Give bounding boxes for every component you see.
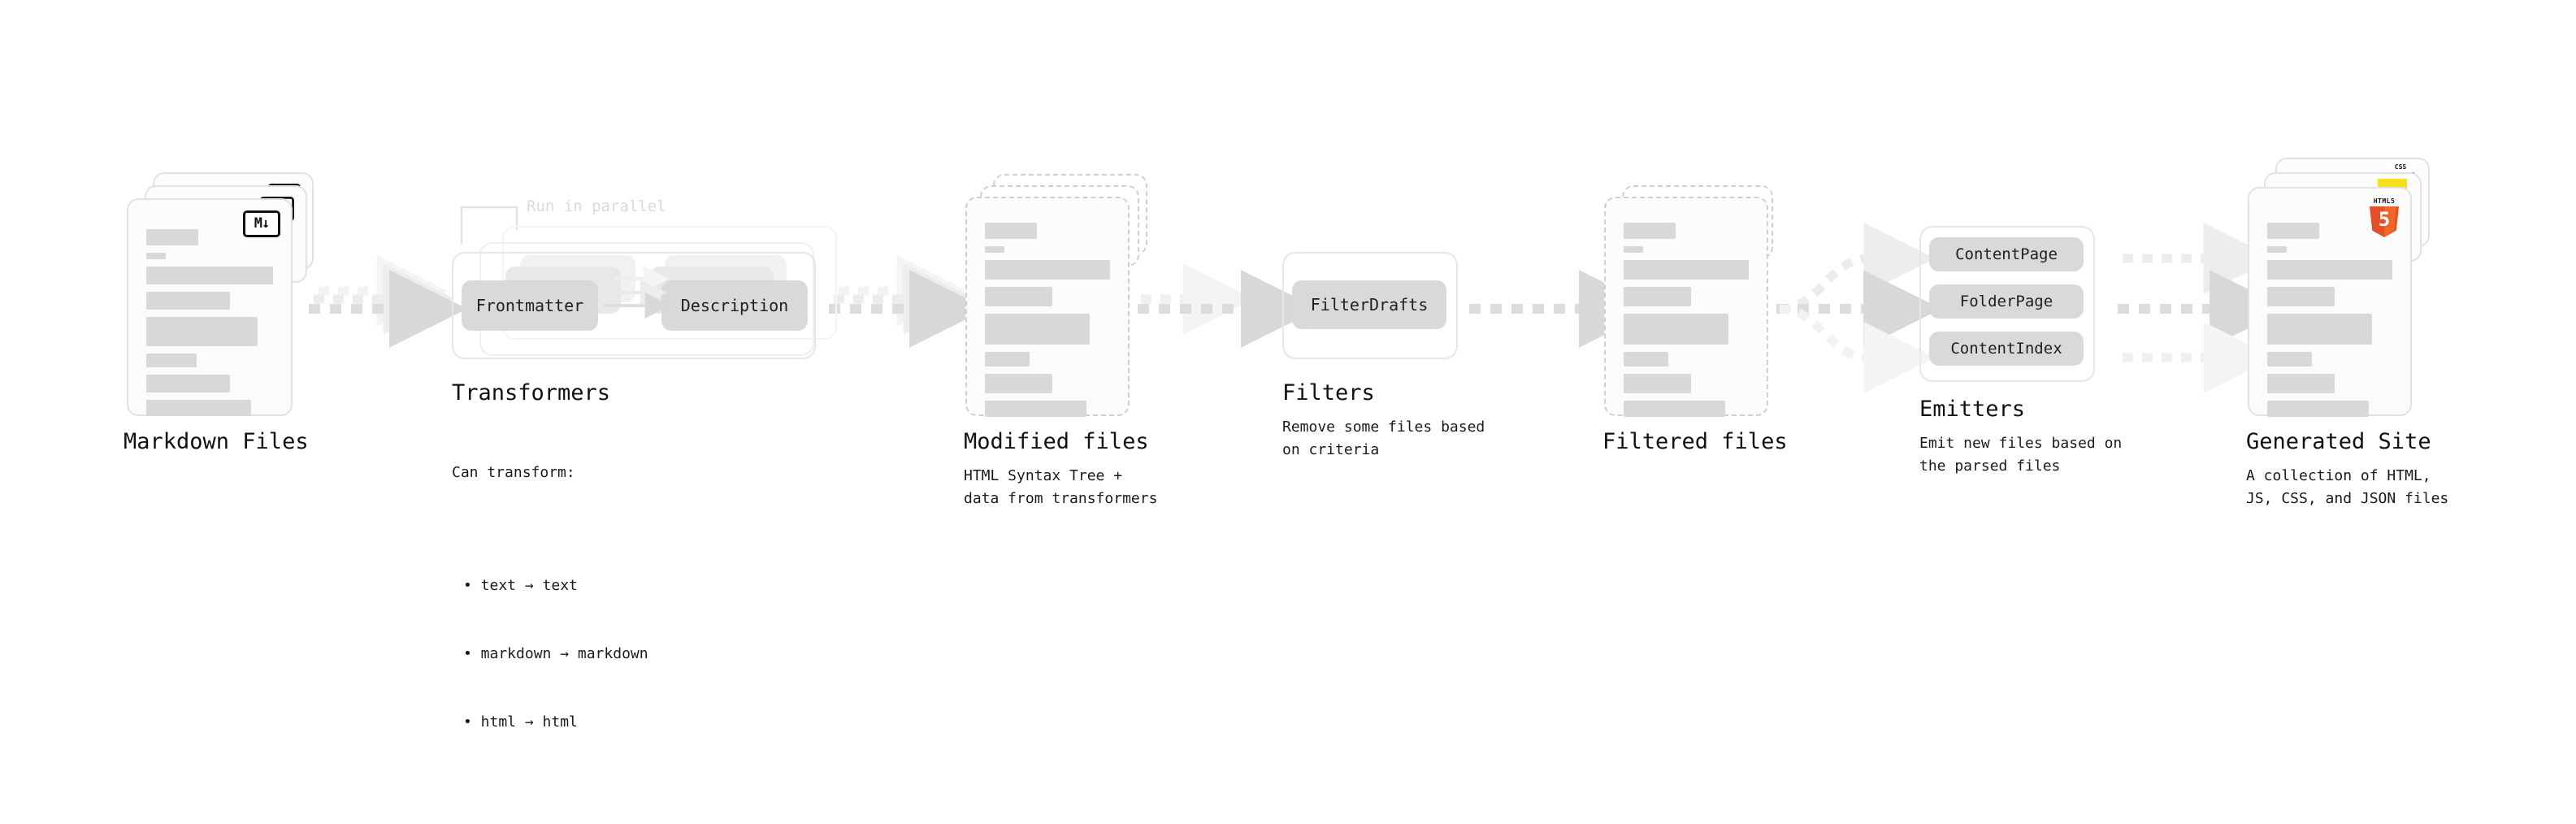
transformers-bullet-2: • html → html xyxy=(463,713,578,731)
connector-markdown-to-transformers xyxy=(309,255,467,348)
modified-card-front xyxy=(965,197,1130,417)
modified-skeleton-lines xyxy=(985,223,1110,424)
filtered-skeleton-lines xyxy=(1624,223,1749,424)
transformers-bullet-1: • markdown → markdown xyxy=(463,644,648,662)
transformers-bullet-list: • text → text • markdown → markdown • ht… xyxy=(452,529,648,778)
filtered-card-front xyxy=(1604,197,1768,417)
site-skeleton-lines xyxy=(2267,223,2392,424)
stage-title-modified-files: Modified files xyxy=(964,429,1149,454)
stage-title-filtered-files: Filtered files xyxy=(1602,429,1788,454)
stage-title-transformers: Transformers xyxy=(452,380,611,405)
stage-title-filters: Filters xyxy=(1282,380,1375,405)
connector-modified-to-filters xyxy=(1138,263,1319,348)
stage-caption-filters: Remove some files based on criteria xyxy=(1282,419,1485,458)
connector-emitters-to-site xyxy=(2118,223,2288,393)
transformers-caption-lead: Can transform: xyxy=(452,463,575,481)
markdown-card-front: M↓ xyxy=(127,198,293,416)
stage-title-markdown-files: Markdown Files xyxy=(124,429,309,454)
stage-caption-emitters: Emit new files based on the parsed files xyxy=(1919,435,2123,475)
markdown-skeleton-lines xyxy=(146,229,273,423)
stage-title-emitters: Emitters xyxy=(1919,397,2026,422)
connector-filtered-to-emitters xyxy=(1776,223,1941,393)
filters-group xyxy=(1282,252,1458,359)
html5-icon: HTML5 5 xyxy=(2368,198,2400,237)
connector-transformers-to-modified xyxy=(829,255,987,348)
transformer-chip-description[interactable]: Description xyxy=(661,280,808,331)
transformer-chip-frontmatter[interactable]: Frontmatter xyxy=(462,280,598,331)
filter-chip-filterdrafts[interactable]: FilterDrafts xyxy=(1292,280,1446,329)
html5-shield: 5 xyxy=(2370,206,2399,237)
site-card-front: HTML5 5 xyxy=(2248,187,2412,417)
emitters-group xyxy=(1919,226,2095,382)
emitter-chip-folderpage[interactable]: FolderPage xyxy=(1929,284,2084,319)
markdown-badge: M↓ xyxy=(243,210,280,237)
stage-caption-modified-files: HTML Syntax Tree + data from transformer… xyxy=(964,467,1158,507)
transformers-group-front xyxy=(452,252,816,359)
stage-caption-transformers: Can transform: • text → text • markdown … xyxy=(452,416,648,824)
emitter-chip-contentpage[interactable]: ContentPage xyxy=(1929,237,2084,271)
emitter-chip-contentindex[interactable]: ContentIndex xyxy=(1929,332,2084,366)
pipeline-diagram: M↓ M↓ M↓ Markdown Files Fron xyxy=(0,0,2576,681)
css-badge-label: CSS xyxy=(2394,163,2407,171)
stage-title-generated-site: Generated Site xyxy=(2246,429,2431,454)
html5-badge-label: HTML5 xyxy=(2373,197,2396,205)
stage-caption-generated-site: A collection of HTML, JS, CSS, and JSON … xyxy=(2246,467,2449,507)
transformers-bullet-0: • text → text xyxy=(463,577,578,595)
run-in-parallel-label: Run in parallel xyxy=(527,197,666,215)
